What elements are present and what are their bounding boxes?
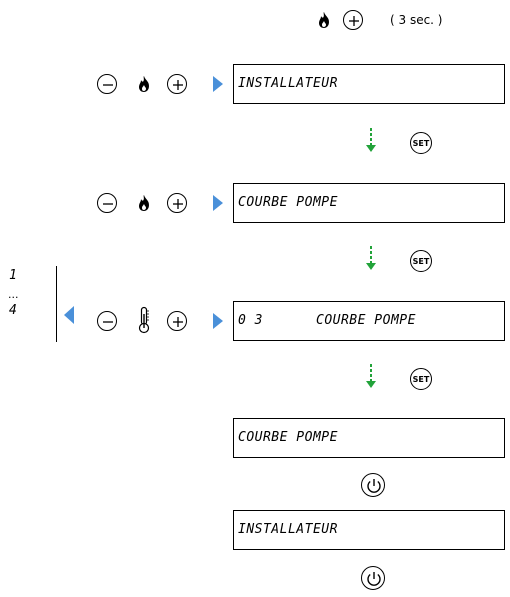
hold-duration-label: ( 3 sec. ) [390,13,443,27]
power-icon [367,572,381,586]
screen-text: INSTALLATEUR [238,522,338,537]
range-divider [56,266,57,342]
blue-triangle-icon [213,313,223,329]
range-end-label: 4 [9,303,17,318]
dashed-arrow-down-icon [365,363,377,393]
display-screen-installateur: INSTALLATEUR [233,64,505,104]
dashed-arrow-down-icon [365,245,377,275]
set-button[interactable]: SET [410,132,432,154]
range-ellipsis: ... [8,288,19,301]
plus-button[interactable] [343,10,363,30]
plus-icon [173,80,183,90]
blue-triangle-icon [213,76,223,92]
minus-button[interactable] [97,311,117,331]
set-button[interactable]: SET [410,368,432,390]
screen-text: INSTALLATEUR [238,76,338,91]
screen-text: COURBE POMPE [238,195,338,210]
display-screen-courbe-pompe: COURBE POMPE [233,183,505,223]
minus-button[interactable] [97,74,117,94]
range-start-label: 1 [9,268,17,283]
plus-button[interactable] [167,311,187,331]
plus-button[interactable] [167,74,187,94]
power-button[interactable] [361,566,385,590]
power-button[interactable] [361,473,385,497]
display-screen-installateur-return: INSTALLATEUR [233,510,505,550]
flame-icon [137,194,151,212]
minus-button[interactable] [97,193,117,213]
minus-icon [103,203,113,205]
screen-text: COURBE POMPE [316,313,416,328]
thermometer-icon [137,306,151,334]
flame-icon [137,75,151,93]
set-button[interactable]: SET [410,250,432,272]
dashed-arrow-down-icon [365,127,377,157]
minus-icon [103,321,113,323]
blue-triangle-left-icon [64,306,74,324]
minus-icon [103,84,113,86]
display-screen-courbe-pompe-confirm: COURBE POMPE [233,418,505,458]
plus-icon [173,199,183,209]
screen-text: COURBE POMPE [238,430,338,445]
plus-icon [173,317,183,327]
screen-number: 0 3 [238,313,263,328]
blue-triangle-icon [213,195,223,211]
power-icon [367,479,381,493]
plus-button[interactable] [167,193,187,213]
display-screen-courbe-pompe-value: 0 3 COURBE POMPE [233,301,505,341]
flame-icon [317,11,331,29]
plus-icon [349,16,359,26]
